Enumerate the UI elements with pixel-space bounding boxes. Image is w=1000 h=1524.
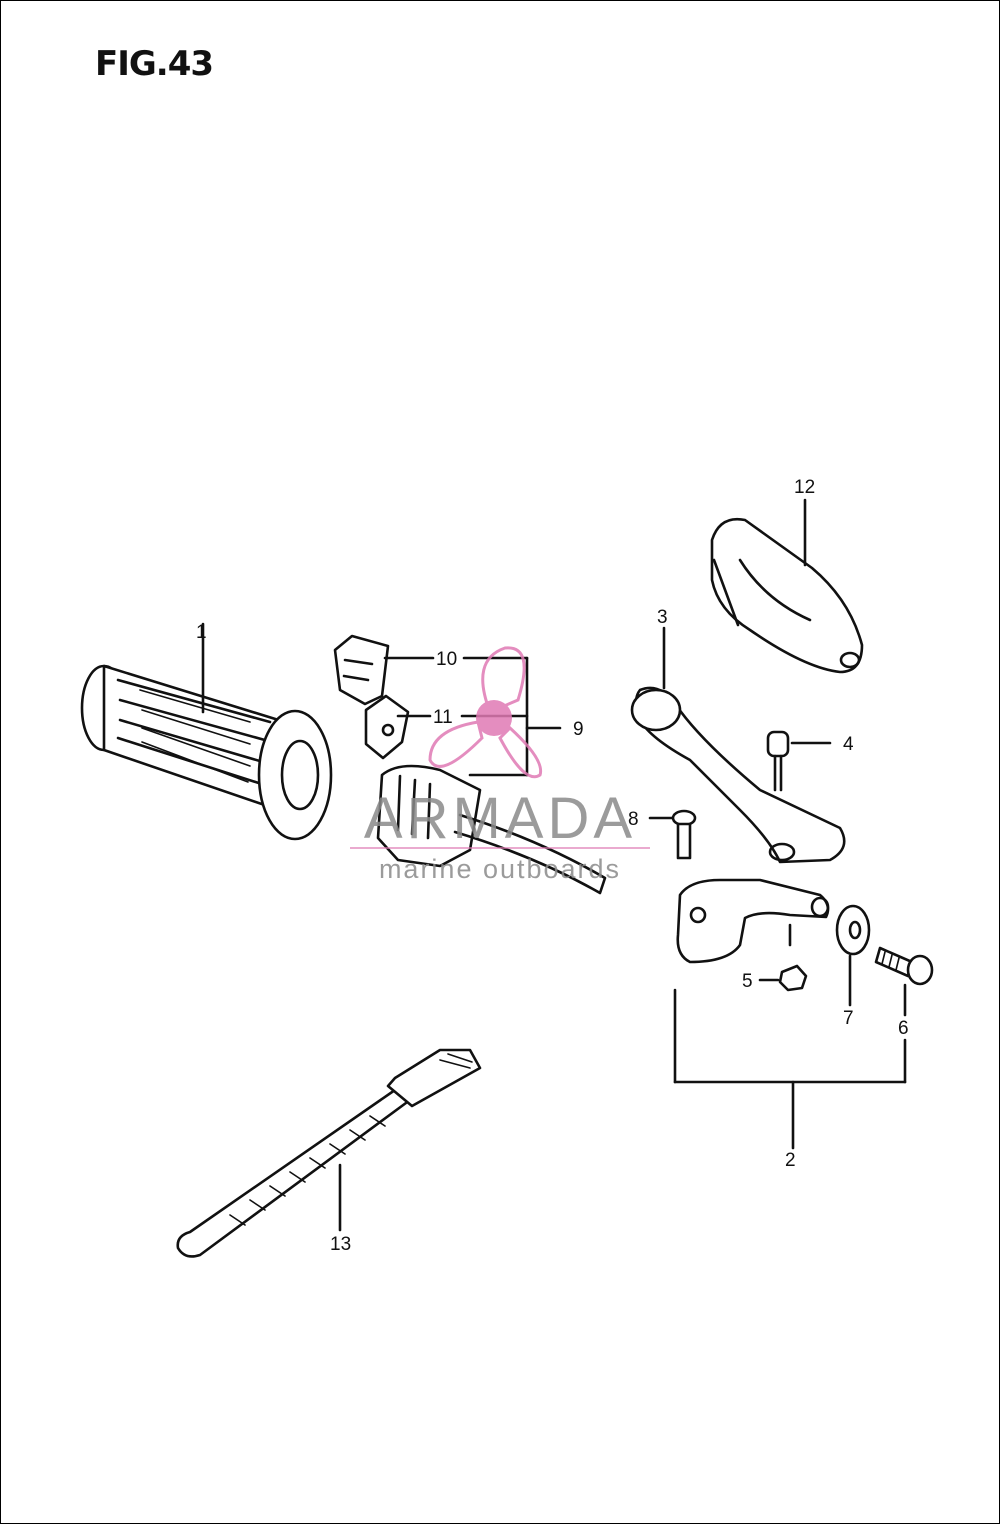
figure-title: FIG.43 [95,44,214,84]
nut-part-5 [758,964,808,992]
callout-7: 7 [843,1008,854,1029]
callout-2: 2 [785,1150,796,1171]
propeller-icon [428,646,543,779]
callout-1: 1 [196,622,207,643]
callout-11: 11 [433,707,453,728]
callout-13: 13 [330,1234,351,1255]
clutch-lever-part-3 [630,626,846,864]
washer-part-7 [835,904,871,1007]
callout-8: 8 [628,809,639,830]
watermark-tagline: marine outboards [379,854,621,884]
bolt-part-6 [874,946,934,1017]
callout-9: 9 [573,719,584,740]
lever-cover-part-12 [710,498,864,674]
callout-5: 5 [742,971,753,992]
callout-3: 3 [657,607,668,628]
callout-10: 10 [436,649,457,670]
switch-assembly-part-9 [333,634,607,895]
watermark-logo: ARMADA marine outboards [350,646,650,884]
screw-part-8 [648,809,697,860]
watermark-brand: ARMADA [364,786,636,851]
callout-6: 6 [898,1018,909,1039]
callout-12: 12 [794,477,815,498]
cable-tie-part-13 [176,1048,482,1258]
assembly-bracket-part-2 [673,988,907,1150]
grip-part-1 [80,622,333,841]
callout-4: 4 [843,734,854,755]
pivot-bolt-part-4 [766,730,832,792]
lever-holder-part-2 [676,878,830,964]
